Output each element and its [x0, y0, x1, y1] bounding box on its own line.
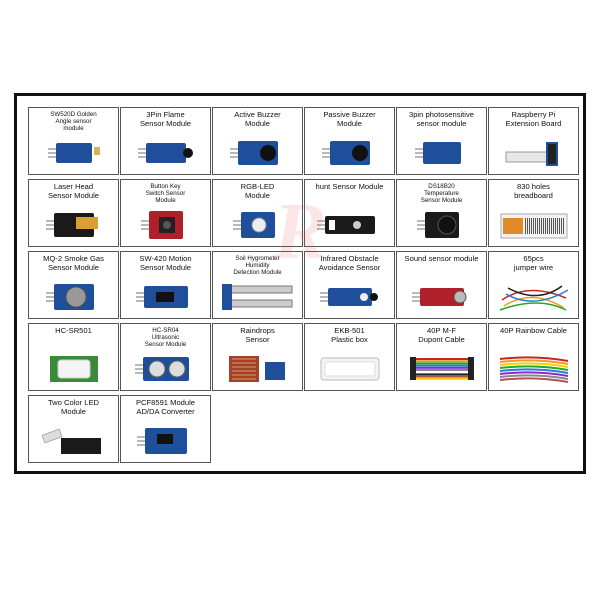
- product-label: hunt Sensor Module: [315, 182, 384, 191]
- product-cell: Sound sensor module: [396, 251, 487, 319]
- product-cell: 3pin photosensitive sensor module: [396, 107, 487, 175]
- product-cell: Raspberry Pi Extension Board: [488, 107, 579, 175]
- product-cell: HC-SR04 Ultrasonic Sensor Module: [120, 323, 211, 391]
- rgb-led-board-icon: [213, 208, 302, 242]
- product-label: Raindrops Sensor: [240, 326, 275, 344]
- product-label: EKB-501 Plastic box: [331, 326, 368, 344]
- pir-board-icon: [29, 352, 118, 386]
- rainbow-cable-icon: [489, 352, 578, 386]
- sound-sensor-board-icon: [397, 280, 486, 314]
- product-label: 40P M-F Dupont Cable: [418, 326, 465, 344]
- product-label: 40P Rainbow Cable: [500, 326, 567, 335]
- line-hunt-board-icon: [305, 208, 394, 242]
- temperature-board-icon: [397, 208, 486, 242]
- product-label: DS18B20 Temperature Sensor Module: [420, 183, 463, 205]
- gas-sensor-board-icon: [29, 280, 118, 314]
- two-color-led-board-icon: [29, 424, 118, 458]
- rain-board-icon: [213, 352, 302, 386]
- product-cell: Raindrops Sensor: [212, 323, 303, 391]
- product-label: Two Color LED Module: [47, 398, 100, 416]
- product-cell: Passive Buzzer Module: [304, 107, 395, 175]
- product-frame: SW520D Golden Angle sensor module 3Pin F…: [14, 93, 586, 474]
- product-label: 65pcs jumper wire: [513, 254, 554, 272]
- soil-probe-icon: [213, 280, 302, 314]
- product-cell: Button Key Switch Sensor Module: [120, 179, 211, 247]
- product-label: 3Pin Flame Sensor Module: [139, 110, 192, 128]
- product-label: Raspberry Pi Extension Board: [505, 110, 562, 128]
- product-label: Soil Hygrometer Humidity Detection Modul…: [233, 255, 282, 277]
- button-board-icon: [121, 208, 210, 242]
- product-grid: SW520D Golden Angle sensor module 3Pin F…: [28, 107, 579, 463]
- product-label: Laser Head Sensor Module: [47, 182, 100, 200]
- product-label: Active Buzzer Module: [234, 110, 281, 128]
- product-cell: PCF8591 Module AD/DA Converter: [120, 395, 211, 463]
- ir-obstacle-board-icon: [305, 280, 394, 314]
- product-label: SW520D Golden Angle sensor module: [50, 111, 97, 133]
- jumper-wires-icon: [489, 280, 578, 314]
- product-cell: SW520D Golden Angle sensor module: [28, 107, 119, 175]
- product-cell: Soil Hygrometer Humidity Detection Modul…: [212, 251, 303, 319]
- product-cell: DS18B20 Temperature Sensor Module: [396, 179, 487, 247]
- product-cell: EKB-501 Plastic box: [304, 323, 395, 391]
- product-cell: Infrared Obstacle Avoidance Sensor: [304, 251, 395, 319]
- product-label: PCF8591 Module AD/DA Converter: [135, 398, 196, 416]
- product-cell: 65pcs jumper wire: [488, 251, 579, 319]
- product-cell: Laser Head Sensor Module: [28, 179, 119, 247]
- product-label: Sound sensor module: [404, 254, 479, 263]
- product-cell: 40P Rainbow Cable: [488, 323, 579, 391]
- product-cell: RGB-LED Module: [212, 179, 303, 247]
- product-cell: HC-SR501: [28, 323, 119, 391]
- laser-board-icon: [29, 208, 118, 242]
- product-cell: MQ-2 Smoke Gas Sensor Module: [28, 251, 119, 319]
- flame-sensor-board-icon: [121, 136, 210, 170]
- dupont-cable-icon: [397, 352, 486, 386]
- motion-board-icon: [121, 280, 210, 314]
- product-cell: Active Buzzer Module: [212, 107, 303, 175]
- active-buzzer-board-icon: [213, 136, 302, 170]
- product-label: Infrared Obstacle Avoidance Sensor: [318, 254, 381, 272]
- product-label: 830 holes breadboard: [514, 182, 553, 200]
- tilt-sensor-board-icon: [29, 136, 118, 170]
- product-label: MQ-2 Smoke Gas Sensor Module: [43, 254, 104, 272]
- product-label: HC-SR04 Ultrasonic Sensor Module: [144, 327, 187, 349]
- product-cell: SW-420 Motion Sensor Module: [120, 251, 211, 319]
- plastic-box-icon: [305, 352, 394, 386]
- product-cell: Two Color LED Module: [28, 395, 119, 463]
- passive-buzzer-board-icon: [305, 136, 394, 170]
- product-label: RGB-LED Module: [240, 182, 275, 200]
- product-cell: 40P M-F Dupont Cable: [396, 323, 487, 391]
- product-cell: 3Pin Flame Sensor Module: [120, 107, 211, 175]
- adc-board-icon: [121, 424, 210, 458]
- product-label: SW-420 Motion Sensor Module: [139, 254, 192, 272]
- breadboard-icon: [489, 208, 578, 242]
- ultrasonic-board-icon: [121, 352, 210, 386]
- product-label: HC-SR501: [55, 326, 92, 335]
- product-label: Passive Buzzer Module: [323, 110, 376, 128]
- product-cell: 830 holes breadboard: [488, 179, 579, 247]
- product-cell: hunt Sensor Module: [304, 179, 395, 247]
- photo-sensor-board-icon: [397, 136, 486, 170]
- product-label: 3pin photosensitive sensor module: [408, 110, 474, 128]
- product-label: Button Key Switch Sensor Module: [145, 183, 186, 205]
- extension-board-icon: [489, 136, 578, 170]
